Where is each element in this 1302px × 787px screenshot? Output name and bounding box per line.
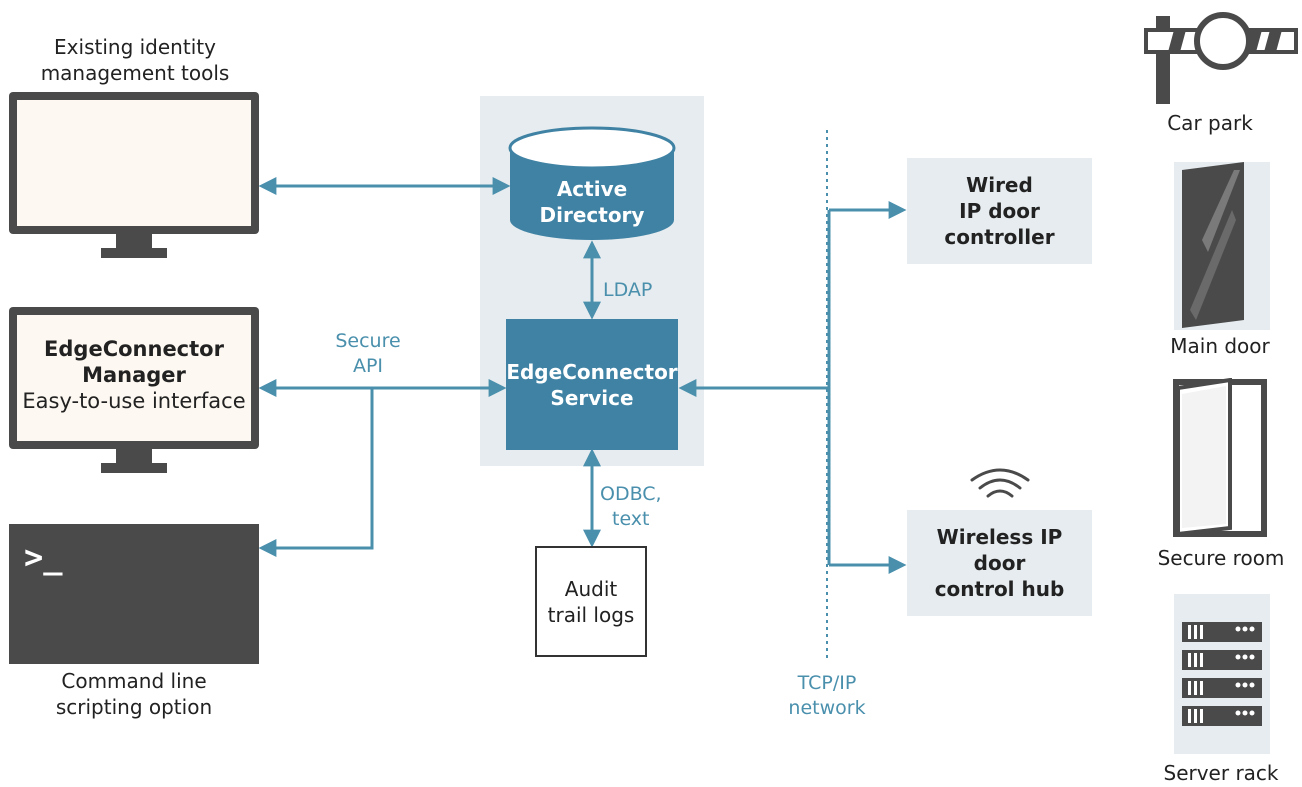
- secure-room-icon: [1173, 378, 1267, 537]
- main-door-label: Main door: [1170, 334, 1270, 358]
- manager-screen: [17, 315, 251, 441]
- server-rack-label: Server rack: [1163, 761, 1279, 785]
- main-door-icon: [1174, 162, 1270, 330]
- monitor-stand: [116, 234, 152, 248]
- monitor-base: [101, 463, 167, 473]
- server-rack-icon: [1174, 594, 1270, 754]
- cli-api-line: [258, 388, 374, 557]
- odbc-label: ODBC,text: [600, 483, 662, 530]
- identity-tools-screen: [17, 100, 251, 226]
- secure-room-label: Secure room: [1157, 546, 1285, 570]
- terminal-prompt: >_: [24, 538, 63, 576]
- car-park-label: Car park: [1167, 111, 1253, 135]
- car-park-barrier-icon: [1144, 12, 1298, 104]
- wifi-icon: [970, 468, 1030, 498]
- terminal-window: [9, 524, 259, 664]
- active-directory-cylinder: [508, 126, 676, 240]
- ldap-label: LDAP: [603, 279, 653, 301]
- monitor-base: [101, 248, 167, 258]
- monitor-stand: [116, 449, 152, 463]
- manager-text: EdgeConnector Manager Easy-to-use interf…: [22, 337, 246, 413]
